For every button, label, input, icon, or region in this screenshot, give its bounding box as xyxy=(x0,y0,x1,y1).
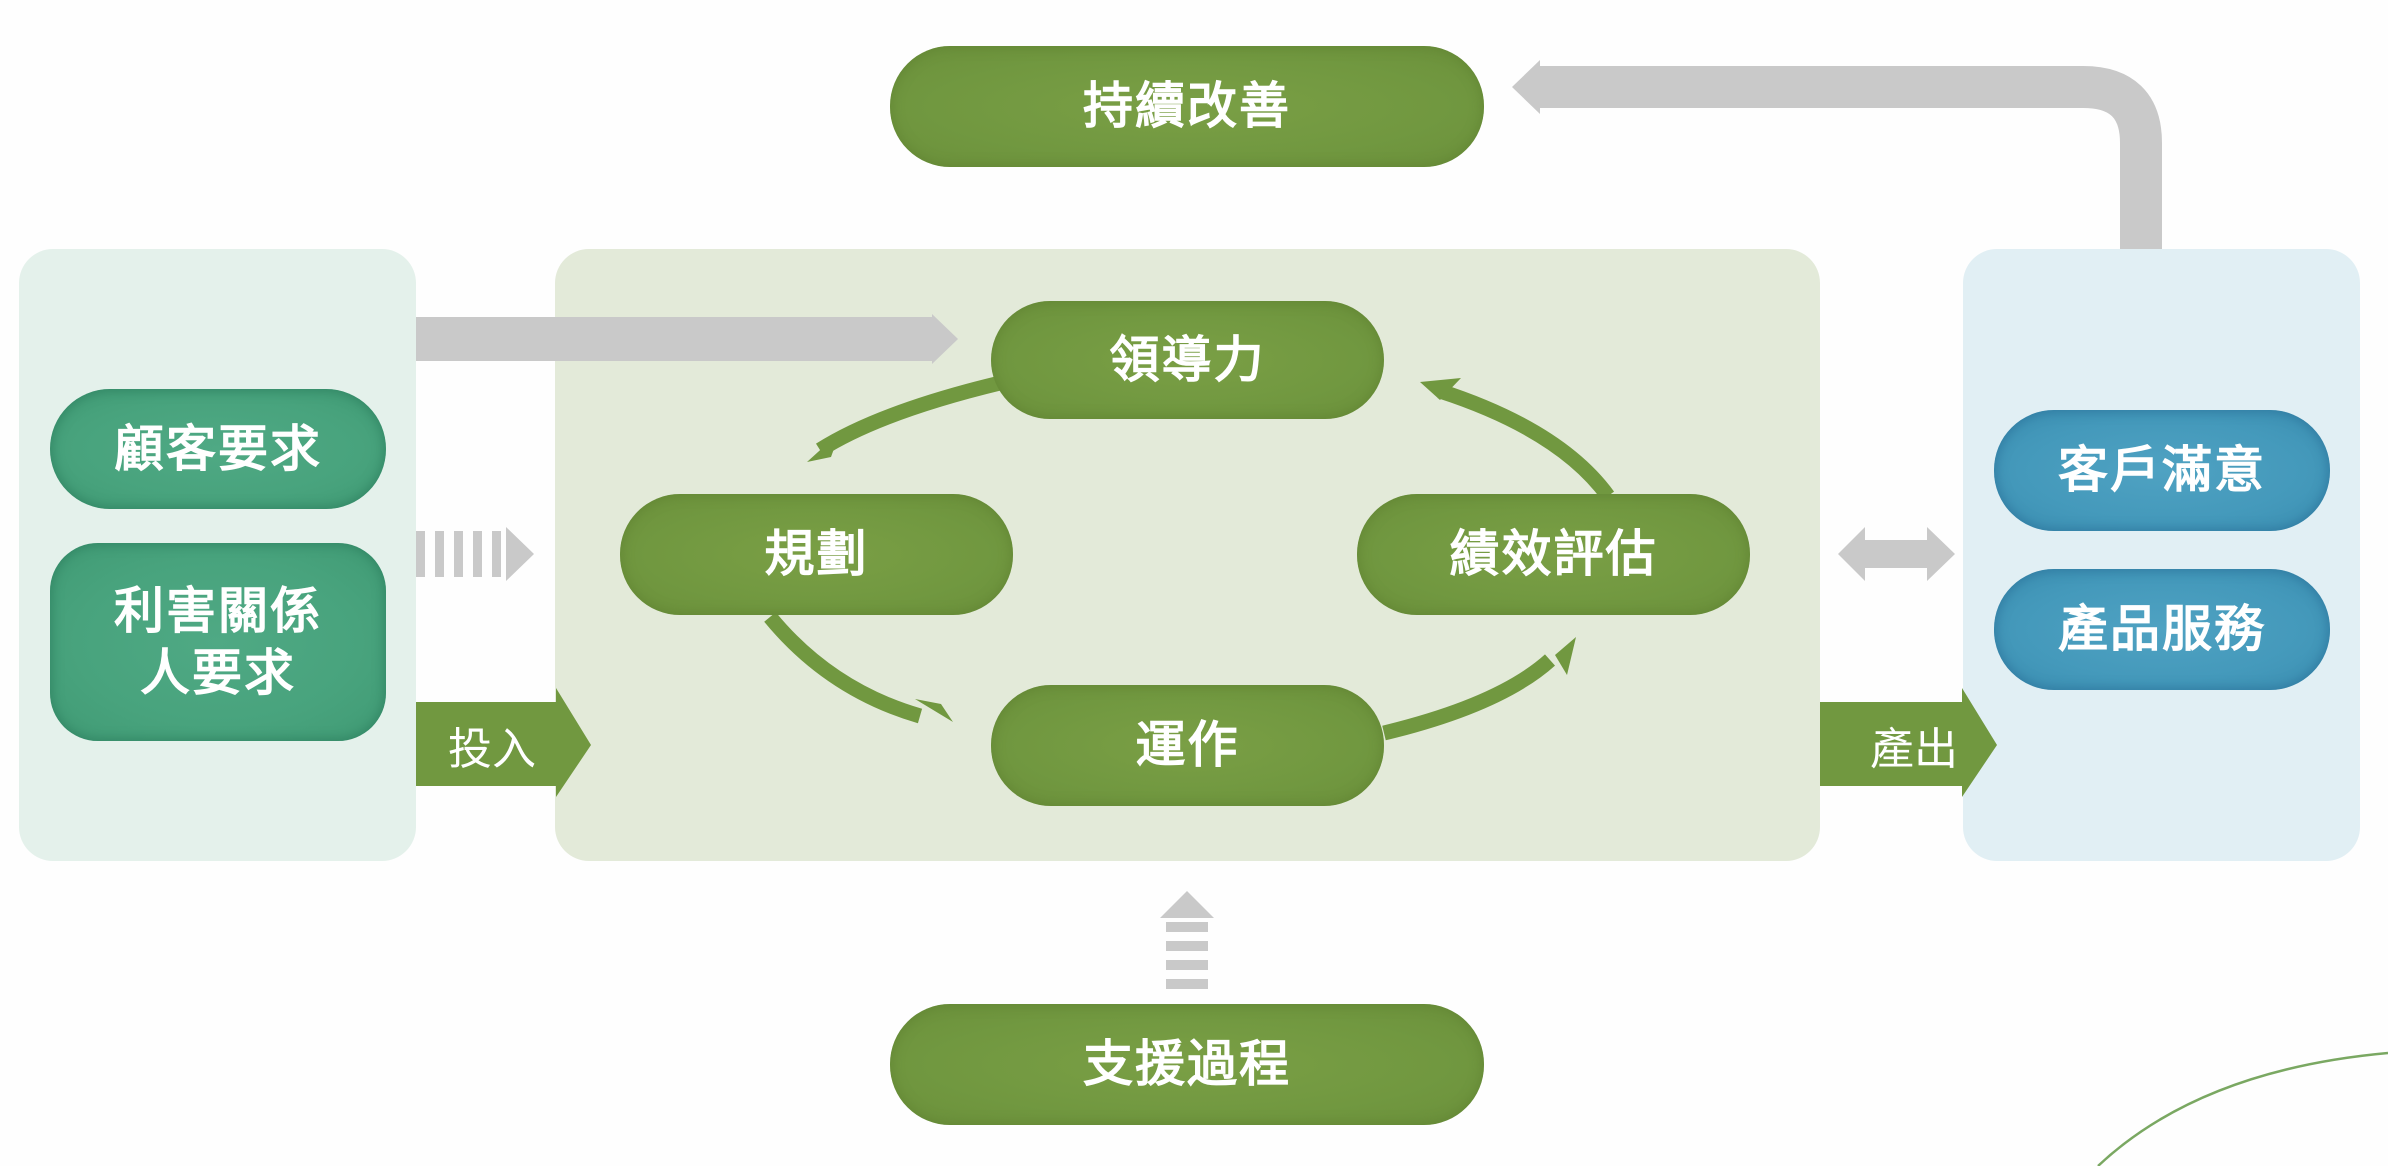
decorative-curve xyxy=(2097,1051,2388,1166)
support-process-label: 支援過程 xyxy=(1083,1035,1291,1094)
requirements-dashed-arrow xyxy=(416,527,534,581)
continuous-improvement-node: 持續改善 xyxy=(890,46,1484,167)
results-panel xyxy=(1963,249,2360,861)
support-dashed-arrow xyxy=(1160,891,1214,989)
cycle-arrow-operation-to-evaluation xyxy=(1382,654,1556,741)
continuous-improvement-label: 持續改善 xyxy=(1083,77,1291,136)
performance-evaluation-label: 績效評估 xyxy=(1449,525,1658,584)
leadership-feed-arrow xyxy=(416,317,932,361)
performance-evaluation-node: 績效評估 xyxy=(1357,494,1750,615)
planning-label: 規劃 xyxy=(764,525,869,584)
customer-satisfaction-label: 客戶滿意 xyxy=(2058,441,2266,500)
bidirectional-arrow xyxy=(1838,527,1955,581)
cycle-arrow-evaluation-to-leadership xyxy=(1437,383,1615,501)
leadership-feed-arrow-head xyxy=(932,314,958,364)
feedback-arrow-head xyxy=(1512,60,1540,114)
leadership-node: 領導力 xyxy=(991,301,1384,419)
customer-requirements-label: 顧客要求 xyxy=(114,419,322,478)
stakeholder-requirements-node: 利害關係 人要求 xyxy=(50,543,386,741)
support-process-node: 支援過程 xyxy=(890,1004,1484,1125)
customer-satisfaction-node: 客戶滿意 xyxy=(1994,410,2330,531)
input-arrow-label: 投入 xyxy=(448,724,536,775)
products-services-label: 產品服務 xyxy=(2058,600,2266,659)
output-arrow xyxy=(1820,688,1997,797)
output-arrow-label: 產出 xyxy=(1870,724,1958,775)
feedback-arrow xyxy=(1540,66,2162,249)
cycle-arrow-leadership-to-planning xyxy=(815,375,1002,457)
planning-node: 規劃 xyxy=(620,494,1013,615)
leadership-label: 領導力 xyxy=(1109,330,1266,389)
customer-requirements-node: 顧客要求 xyxy=(50,389,386,509)
pdca-cycle-arrowheads xyxy=(807,378,1576,722)
operation-label: 運作 xyxy=(1135,716,1240,775)
pdca-cycle-arrows xyxy=(764,375,1615,741)
stakeholder-requirements-label: 利害關係 人要求 xyxy=(114,581,322,703)
cycle-arrow-planning-to-operation xyxy=(764,612,923,724)
operation-node: 運作 xyxy=(991,685,1384,806)
products-services-node: 產品服務 xyxy=(1994,569,2330,690)
input-arrow xyxy=(416,688,591,797)
